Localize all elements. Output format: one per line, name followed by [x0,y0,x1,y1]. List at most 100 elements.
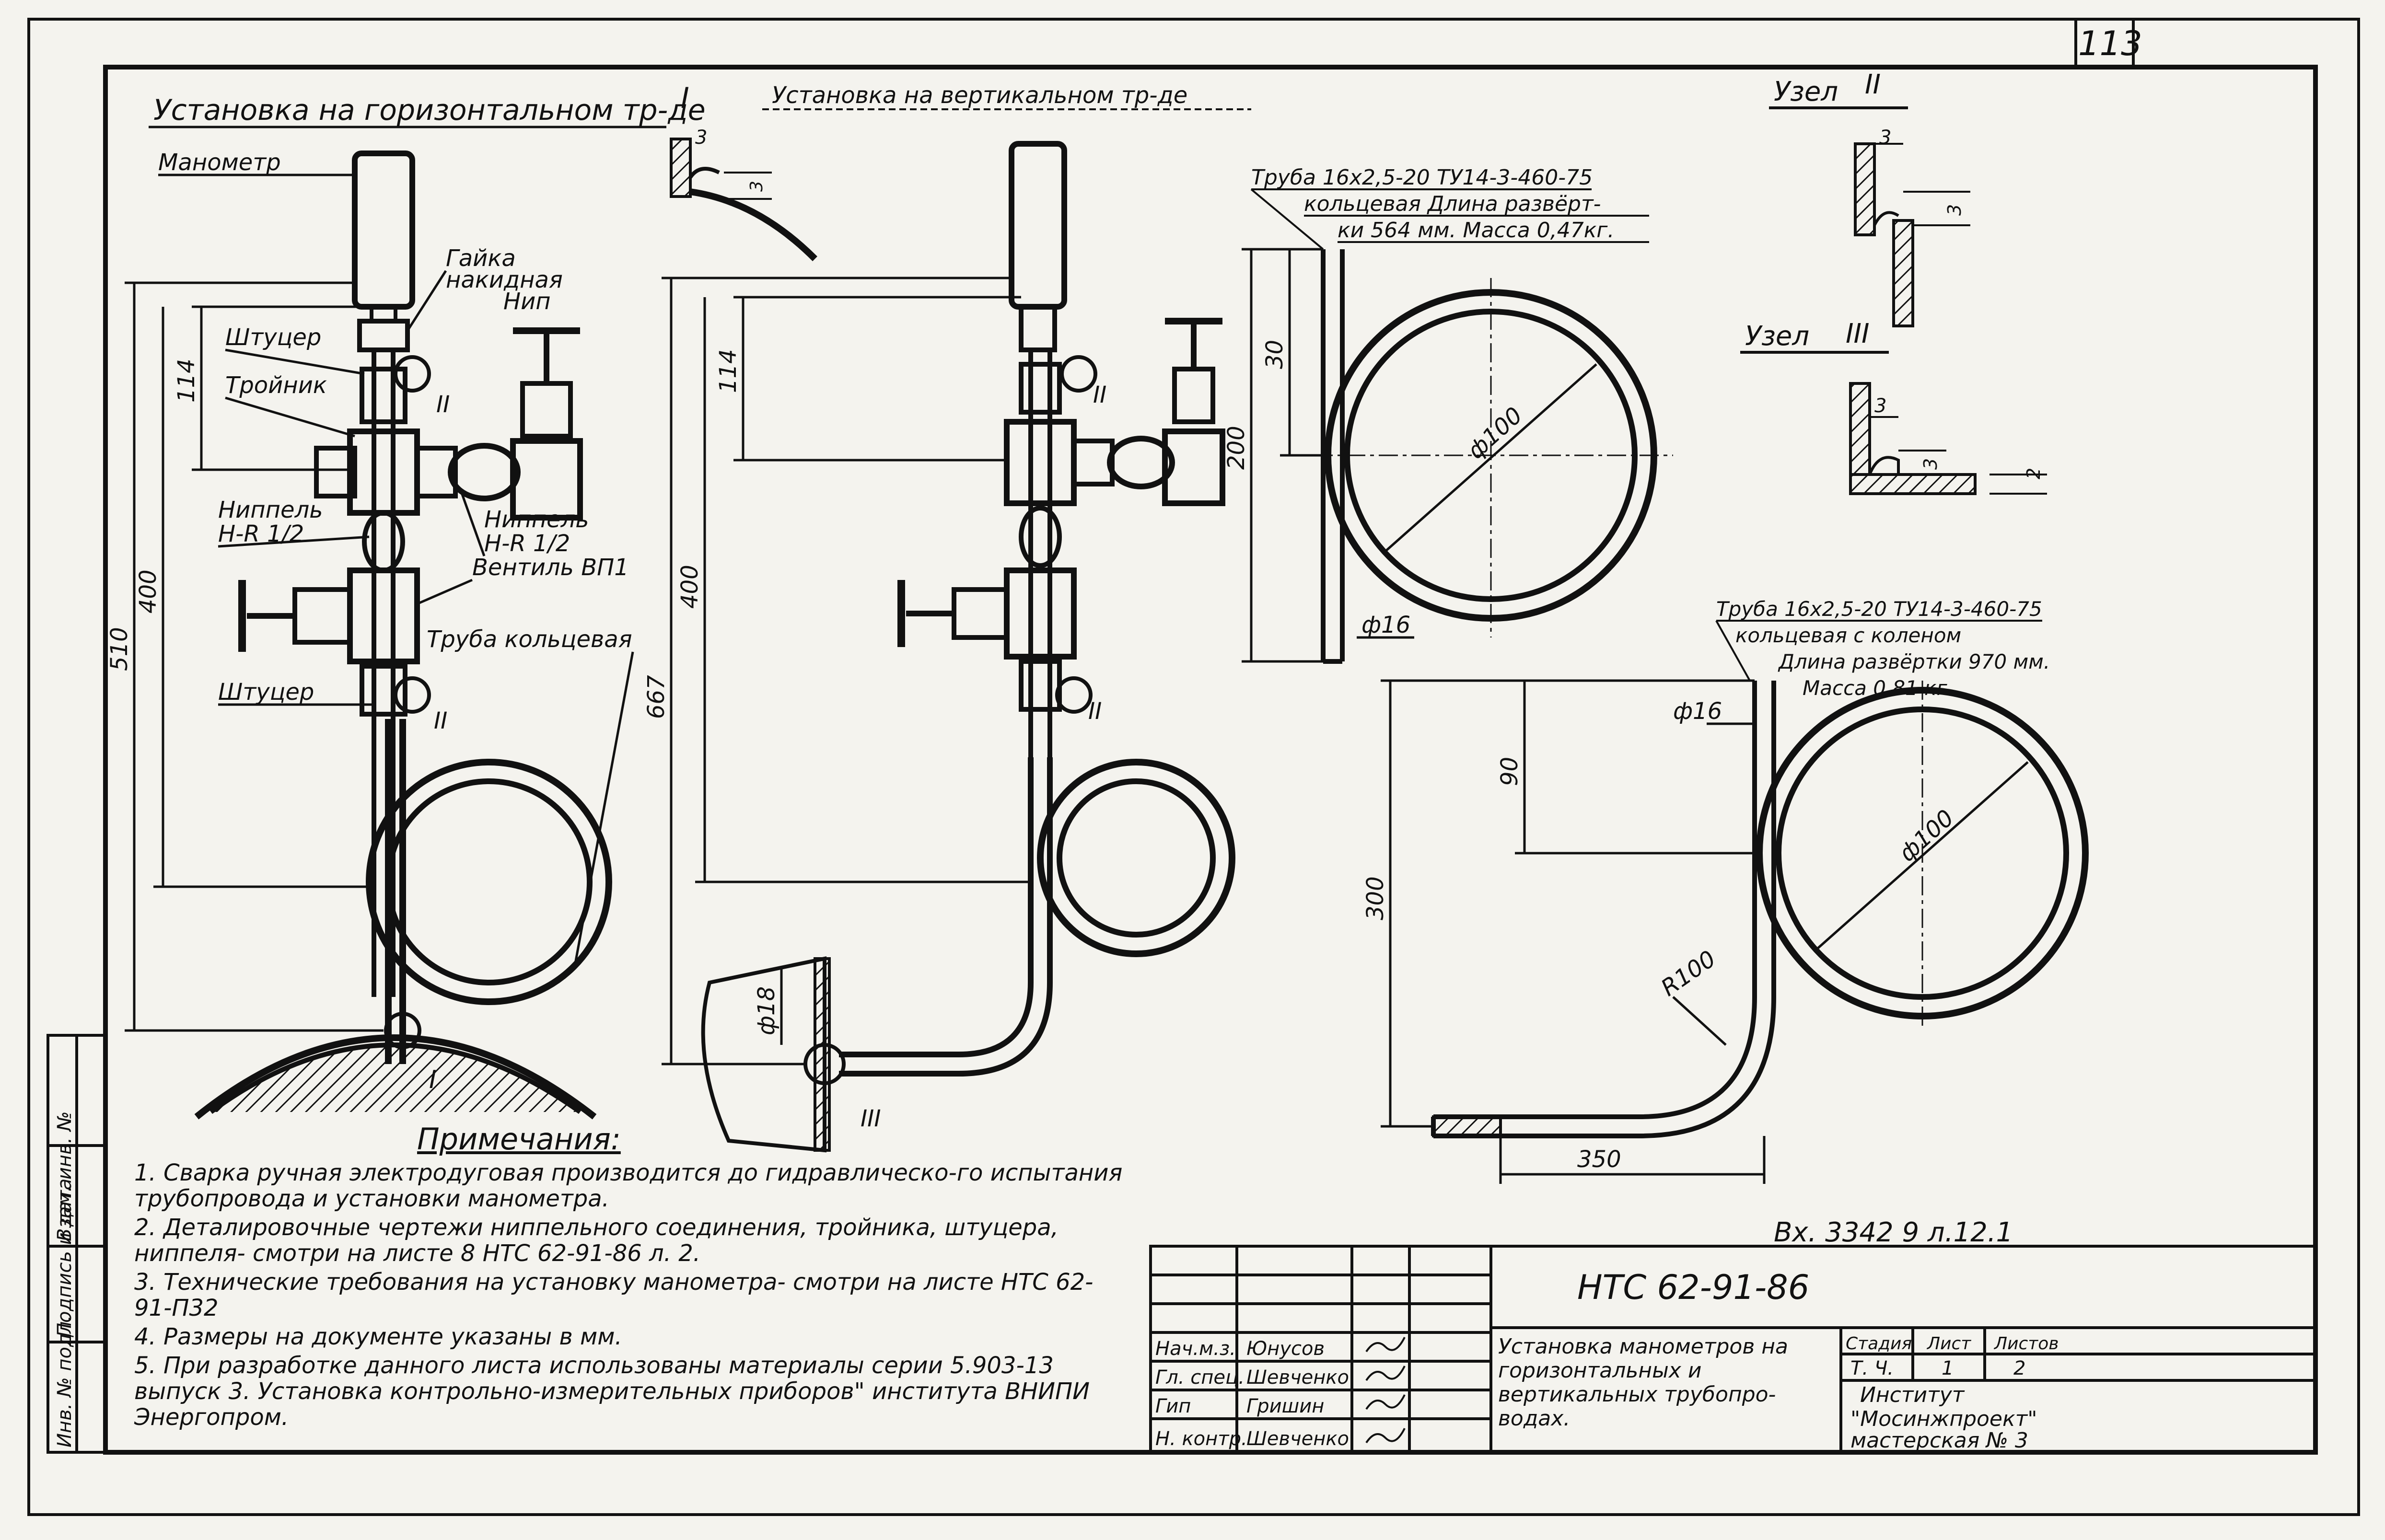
svg-text:3: 3 [1920,458,1941,470]
ring-tube-horizontal [366,759,612,1005]
union-nut [357,319,410,352]
vertical-view-title: Установка на вертикальном тр-де [772,82,1187,109]
svg-text:350: 350 [1577,1146,1621,1173]
note-item: 1. Сварка ручная электродуговая производ… [134,1159,1123,1212]
page-number: 113 [2078,24,2142,63]
vertical-pipe-wall [701,956,826,1153]
side-stamp-sign: Подпись и дата [54,1179,76,1337]
svg-text:I: I [429,1065,436,1094]
sheet-value: 1 [1942,1357,1954,1379]
title-block [1149,1245,2317,1454]
svg-text:Узел: Узел [1745,321,1809,352]
role-2: Гип [1155,1395,1191,1417]
svg-text:3: 3 [747,181,767,192]
note-item: 5. При разработке данного листа использо… [134,1352,1090,1431]
svg-text:3: 3 [1874,395,1886,417]
tube2-spec-line3: Длина развёртки 970 мм. [1778,650,2050,673]
svg-text:3: 3 [695,127,707,149]
svg-text:400: 400 [676,565,703,609]
side-stamp-replace: Взам. инв. № [54,1111,76,1241]
node-detail-inset: 3 3 [670,127,817,261]
label-fitting-top: Штуцер [225,324,321,351]
org-line2: "Мосинжпроект" [1850,1407,2037,1431]
tube1-spec-line3: ки 564 мм. Масса 0,47кг. [1338,218,1614,243]
label-valve: Вентиль ВП1 [472,554,629,581]
role-0: Нач.м.з. [1155,1338,1236,1360]
svg-text:114: 114 [173,359,200,403]
svg-text:R100: R100 [1656,945,1721,1002]
label-nipple-right2: Н-R 1/2 [484,530,570,557]
label-nipple-left: Ниппель [218,497,323,523]
svg-text:ф100: ф100 [1894,805,1959,867]
note-item: 3. Технические требования на установку м… [134,1269,1094,1321]
sheets-header: Листов [1993,1334,2059,1354]
label-nut2: накидная [446,266,563,293]
role-3: Н. контр. [1155,1428,1247,1450]
title-block-description: Установка манометров на горизонтальных и… [1498,1334,1788,1431]
name-2: Гришин [1246,1395,1324,1417]
org-line3: мастерская № 3 [1850,1428,2028,1453]
svg-text:II: II [434,707,447,734]
tube2-spec-line1: Труба 16х2,5-20 ТУ14-3-460-75 [1716,597,2042,621]
horizontal-view-title: Установка на горизонтальном тр-де [153,93,706,127]
svg-text:II: II [436,391,450,418]
svg-text:III: III [861,1105,881,1132]
horizontal-view-num: I [681,81,689,115]
node-II-detail: Узел II 3 3 [1769,69,1970,327]
svg-text:200: 200 [1223,426,1250,470]
svg-text:90: 90 [1496,757,1523,786]
svg-text:30: 30 [1261,340,1288,369]
manometer-body [352,151,415,310]
svg-text:Узел: Узел [1774,76,1838,107]
tube1-spec-line2: кольцевая Длина развёрт- [1304,192,1601,216]
tee-fitting [347,428,420,516]
svg-text:2: 2 [2023,468,2044,479]
org-line1: Институт [1860,1383,1965,1407]
sheet-header: Лист [1926,1334,1971,1354]
stage-value: Т. Ч. [1850,1357,1894,1379]
label-nut: Гайка [446,245,516,272]
label-tee: Тройник [225,372,327,399]
svg-text:300: 300 [1362,876,1389,920]
side-stamp [47,1034,107,1454]
svg-text:II: II [1088,698,1102,725]
svg-text:ф16: ф16 [1673,698,1722,725]
valve-body-right [510,438,583,521]
name-3: Шевченко [1246,1428,1349,1450]
label-nipple-right: Ниппель [484,506,589,533]
svg-text:3: 3 [1879,127,1891,149]
inventory-mark: Вх. 3342 9 л.12.1 [1774,1217,2013,1248]
ring-tube-detail-2: Труба 16х2,5-20 ТУ14-3-460-75 кольцевая … [1362,597,2089,1184]
doc-code: НТС 62-91-86 [1577,1268,1809,1307]
svg-text:II: II [1865,69,1881,100]
svg-text:510: 510 [106,627,133,671]
svg-text:II: II [1093,382,1106,408]
name-1: Шевченко [1246,1366,1349,1389]
svg-text:667: 667 [643,675,670,719]
svg-text:ф18: ф18 [753,986,780,1035]
vertical-installation-view: Установка на вертикальном тр-де II [643,82,1251,1153]
note-item: 2. Деталировочные чертежи ниппельного со… [134,1214,1059,1267]
main-pipe-section [194,1034,597,1120]
horizontal-installation-view: Установка на горизонтальном тр-де I [106,81,706,1120]
ring-tube-detail-1: Труба 16х2,5-20 ТУ14-3-460-75 кольцевая … [1223,165,1673,664]
svg-text:400: 400 [135,569,162,614]
svg-text:ф16: ф16 [1361,612,1410,638]
svg-text:III: III [1846,318,1870,349]
tube2-spec-line2: кольцевая с коленом [1735,624,1961,647]
tube1-spec-line1: Труба 16х2,5-20 ТУ14-3-460-75 [1251,165,1593,190]
note-item: 4. Размеры на документе указаны в мм. [134,1323,622,1350]
label-nip: Нип [503,288,551,315]
stage-header: Стадия [1846,1334,1912,1354]
svg-text:3: 3 [1944,204,1965,216]
svg-text:114: 114 [715,349,742,393]
sheets-value: 2 [2013,1357,2025,1379]
notes-section: Примечания: 1. Сварка ручная электродуго… [134,1122,1127,1433]
name-0: Юнусов [1246,1338,1325,1360]
role-1: Гл. спец. [1155,1366,1245,1389]
notes-title: Примечания: [417,1122,621,1157]
node-III-detail: Узел III 3 3 2 [1740,318,2047,495]
label-manometer: Манометр [158,149,281,176]
side-stamp-inv: Инв. № подл. [54,1315,76,1447]
